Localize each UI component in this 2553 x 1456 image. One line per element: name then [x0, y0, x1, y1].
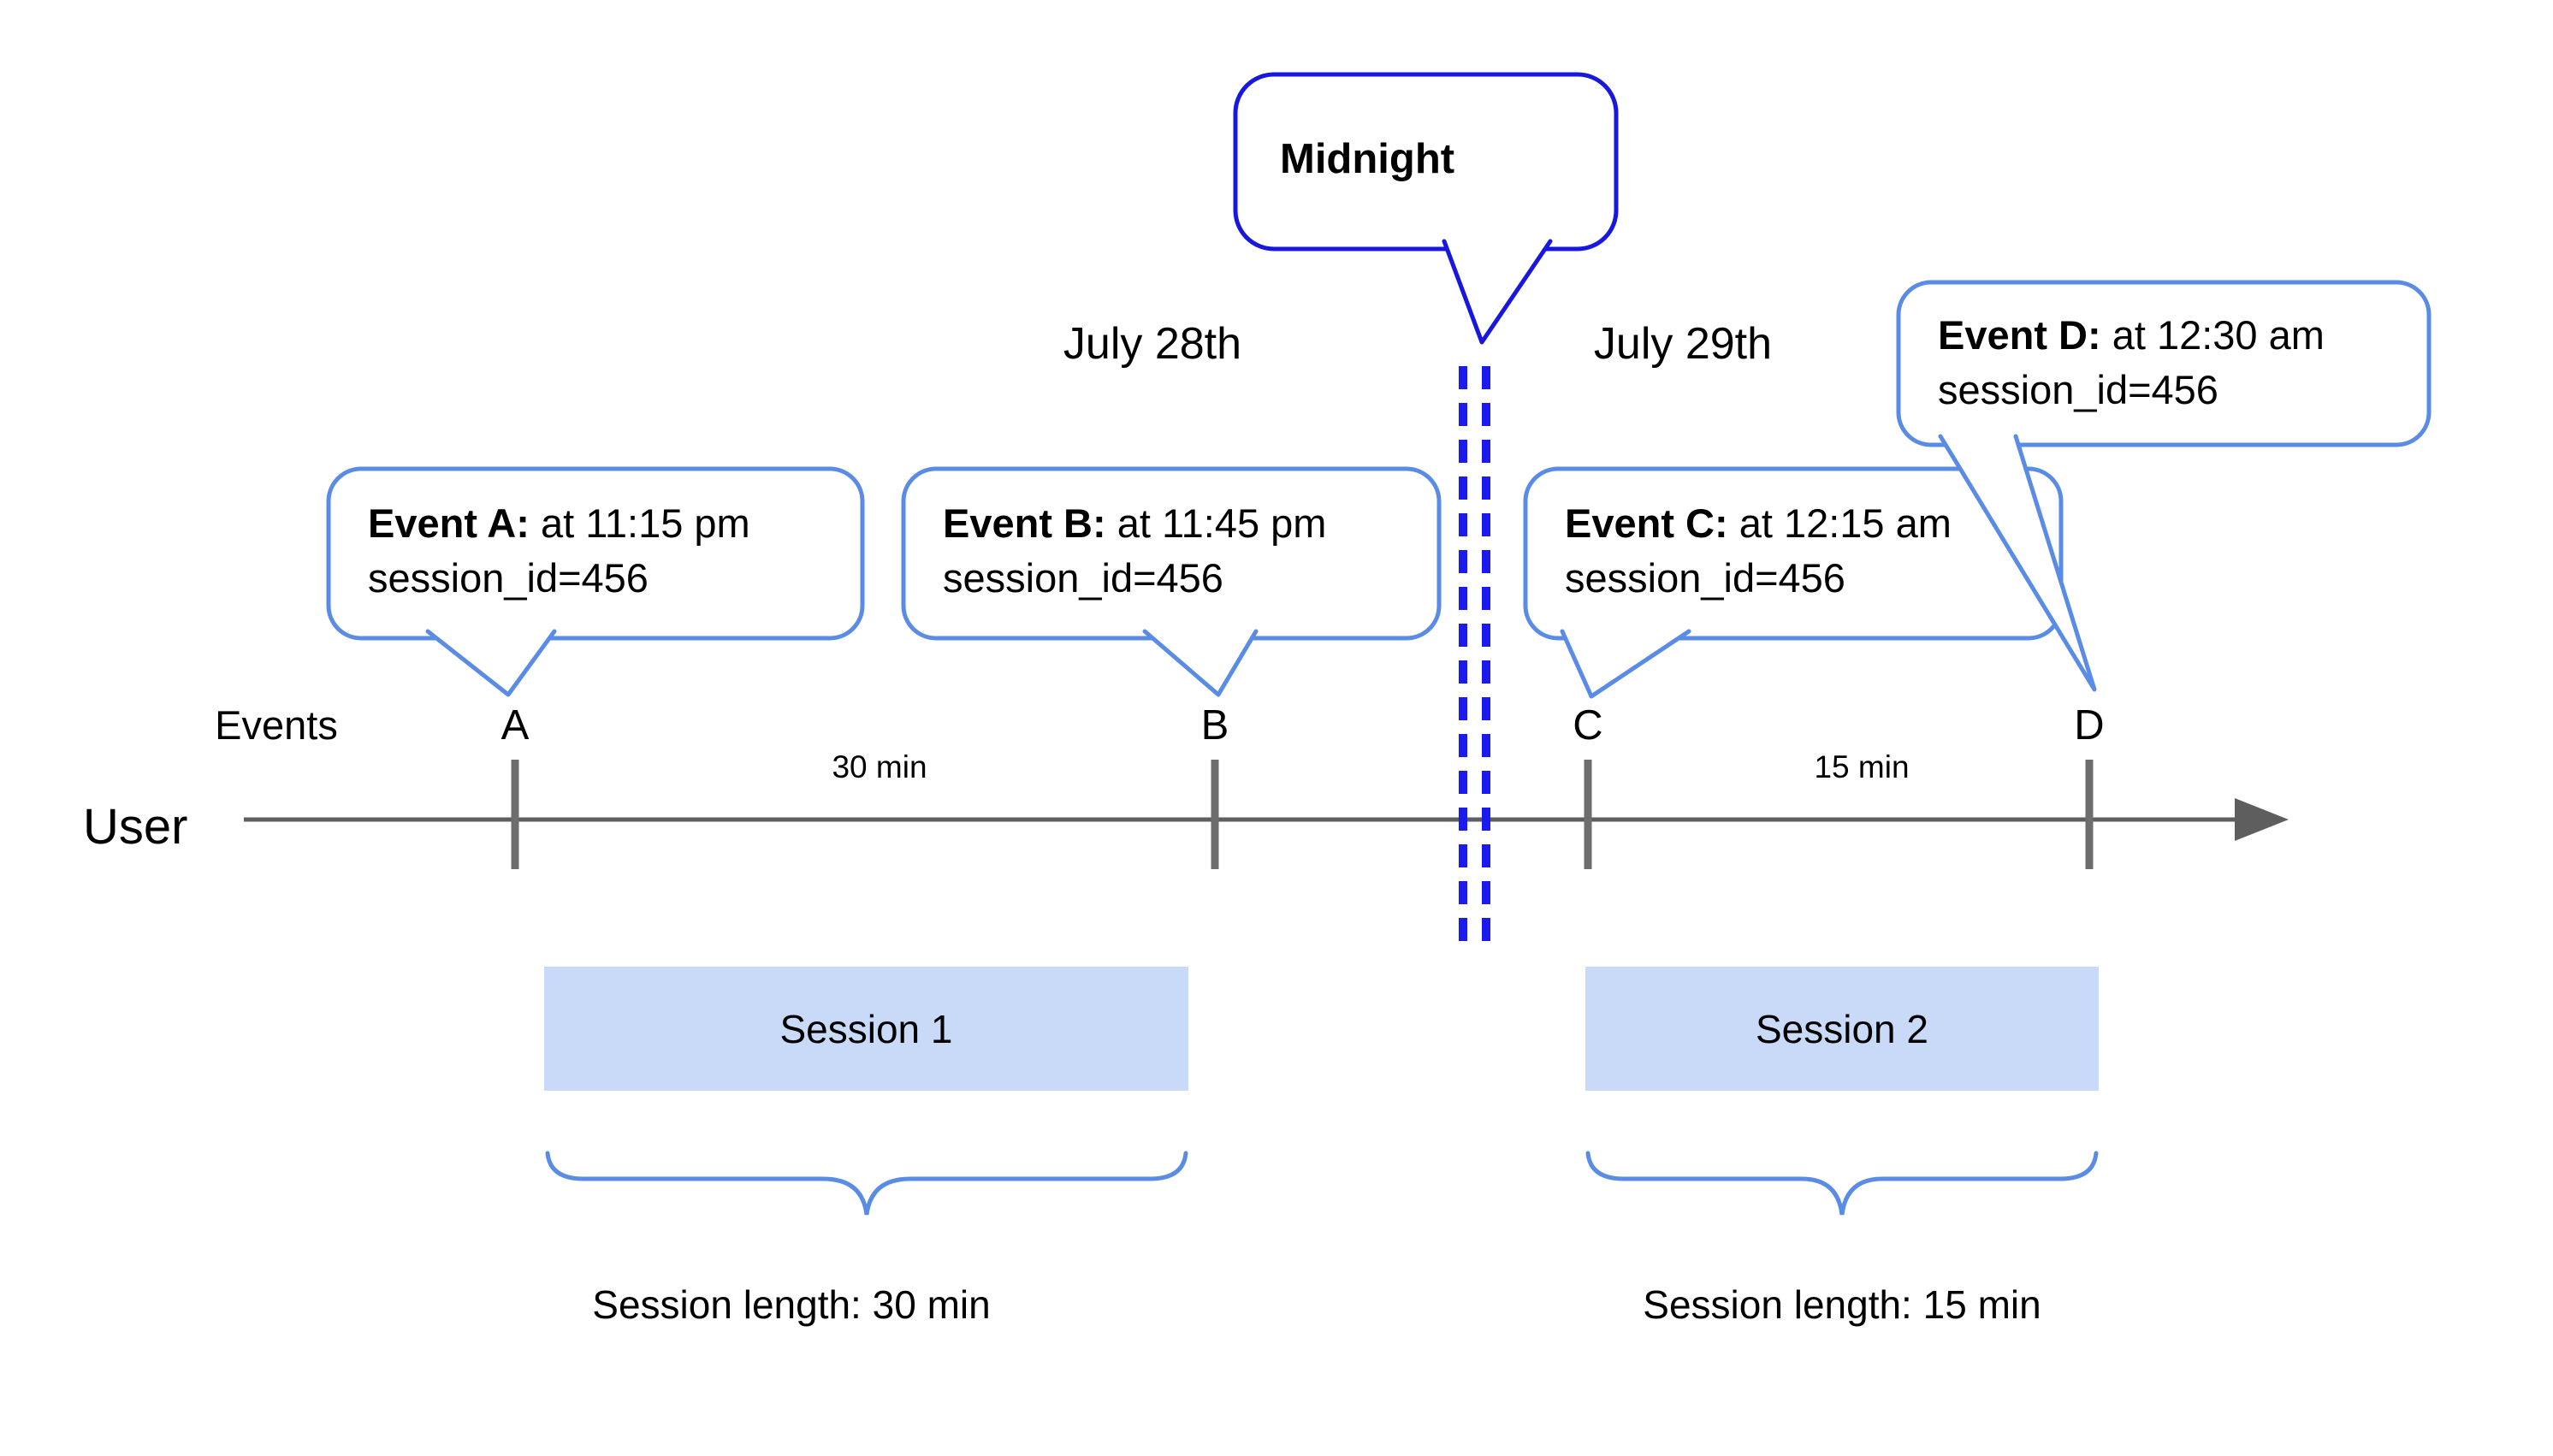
- event-b-title: Event B:: [943, 500, 1106, 546]
- midnight-callout-tail: [1442, 239, 1553, 345]
- event-d-session-id: session_id=456: [1938, 367, 2218, 412]
- event-c-callout-bubble: [1523, 466, 2064, 641]
- midnight-label: Midnight: [1280, 136, 1455, 182]
- event-d-callout-tail: [1938, 434, 2097, 692]
- event-d-line-1: Event D: at 12:30 am: [1938, 308, 2325, 363]
- event-c-callout-tail: [1560, 629, 1691, 699]
- event-a-title: Event A:: [368, 500, 530, 546]
- event-a-callout-bubble: [326, 466, 865, 641]
- event-a-callout-text: Event A: at 11:15 pm session_id=456: [368, 496, 750, 606]
- event-c-title: Event C:: [1565, 500, 1728, 546]
- event-d-time: at 12:30 am: [2100, 312, 2325, 358]
- midnight-callout-bubble: [1233, 72, 1619, 252]
- event-d-callout-bubble: [1896, 280, 2432, 447]
- marker-a: A: [501, 702, 530, 749]
- marker-d: D: [2074, 702, 2105, 749]
- event-a-session-id: session_id=456: [368, 555, 649, 601]
- event-b-line-1: Event B: at 11:45 pm: [943, 496, 1326, 551]
- date-july-29-label: July 29th: [1593, 319, 1773, 369]
- events-row-label: Events: [215, 702, 338, 748]
- interval-c-d-label: 15 min: [1814, 749, 1910, 784]
- session-2-brace: [1585, 1151, 2099, 1216]
- session-1-label: Session 1: [779, 1006, 953, 1051]
- event-d-title: Event D:: [1938, 312, 2101, 358]
- event-b-callout-text: Event B: at 11:45 pm session_id=456: [943, 496, 1326, 606]
- interval-a-b-label: 30 min: [832, 749, 927, 784]
- session-2-length-label: Session length: 15 min: [1643, 1282, 2041, 1327]
- session-2-label: Session 2: [1755, 1006, 1928, 1051]
- event-a-callout-tail: [425, 629, 557, 697]
- event-a-time: at 11:15 pm: [529, 500, 750, 546]
- date-july-28-label: July 28th: [1063, 319, 1242, 369]
- session-1-brace: [545, 1151, 1188, 1216]
- session-1-box: Session 1: [544, 967, 1188, 1091]
- event-b-callout-tail: [1142, 629, 1259, 697]
- session-2-box: Session 2: [1585, 967, 2099, 1091]
- event-d-callout-text: Event D: at 12:30 am session_id=456: [1938, 308, 2325, 417]
- marker-b: B: [1200, 702, 1229, 749]
- event-c-callout-text: Event C: at 12:15 am session_id=456: [1565, 496, 1952, 606]
- event-c-session-id: session_id=456: [1565, 555, 1845, 601]
- event-b-time: at 11:45 pm: [1105, 500, 1327, 546]
- user-row-label: User: [83, 799, 188, 855]
- event-b-session-id: session_id=456: [943, 555, 1223, 601]
- marker-c: C: [1573, 702, 1603, 749]
- session-1-length-label: Session length: 30 min: [592, 1282, 991, 1327]
- event-c-time: at 12:15 am: [1727, 500, 1952, 546]
- event-c-line-1: Event C: at 12:15 am: [1565, 496, 1952, 551]
- event-a-line-1: Event A: at 11:15 pm: [368, 496, 750, 551]
- timeline-arrowhead-icon: [2235, 798, 2289, 841]
